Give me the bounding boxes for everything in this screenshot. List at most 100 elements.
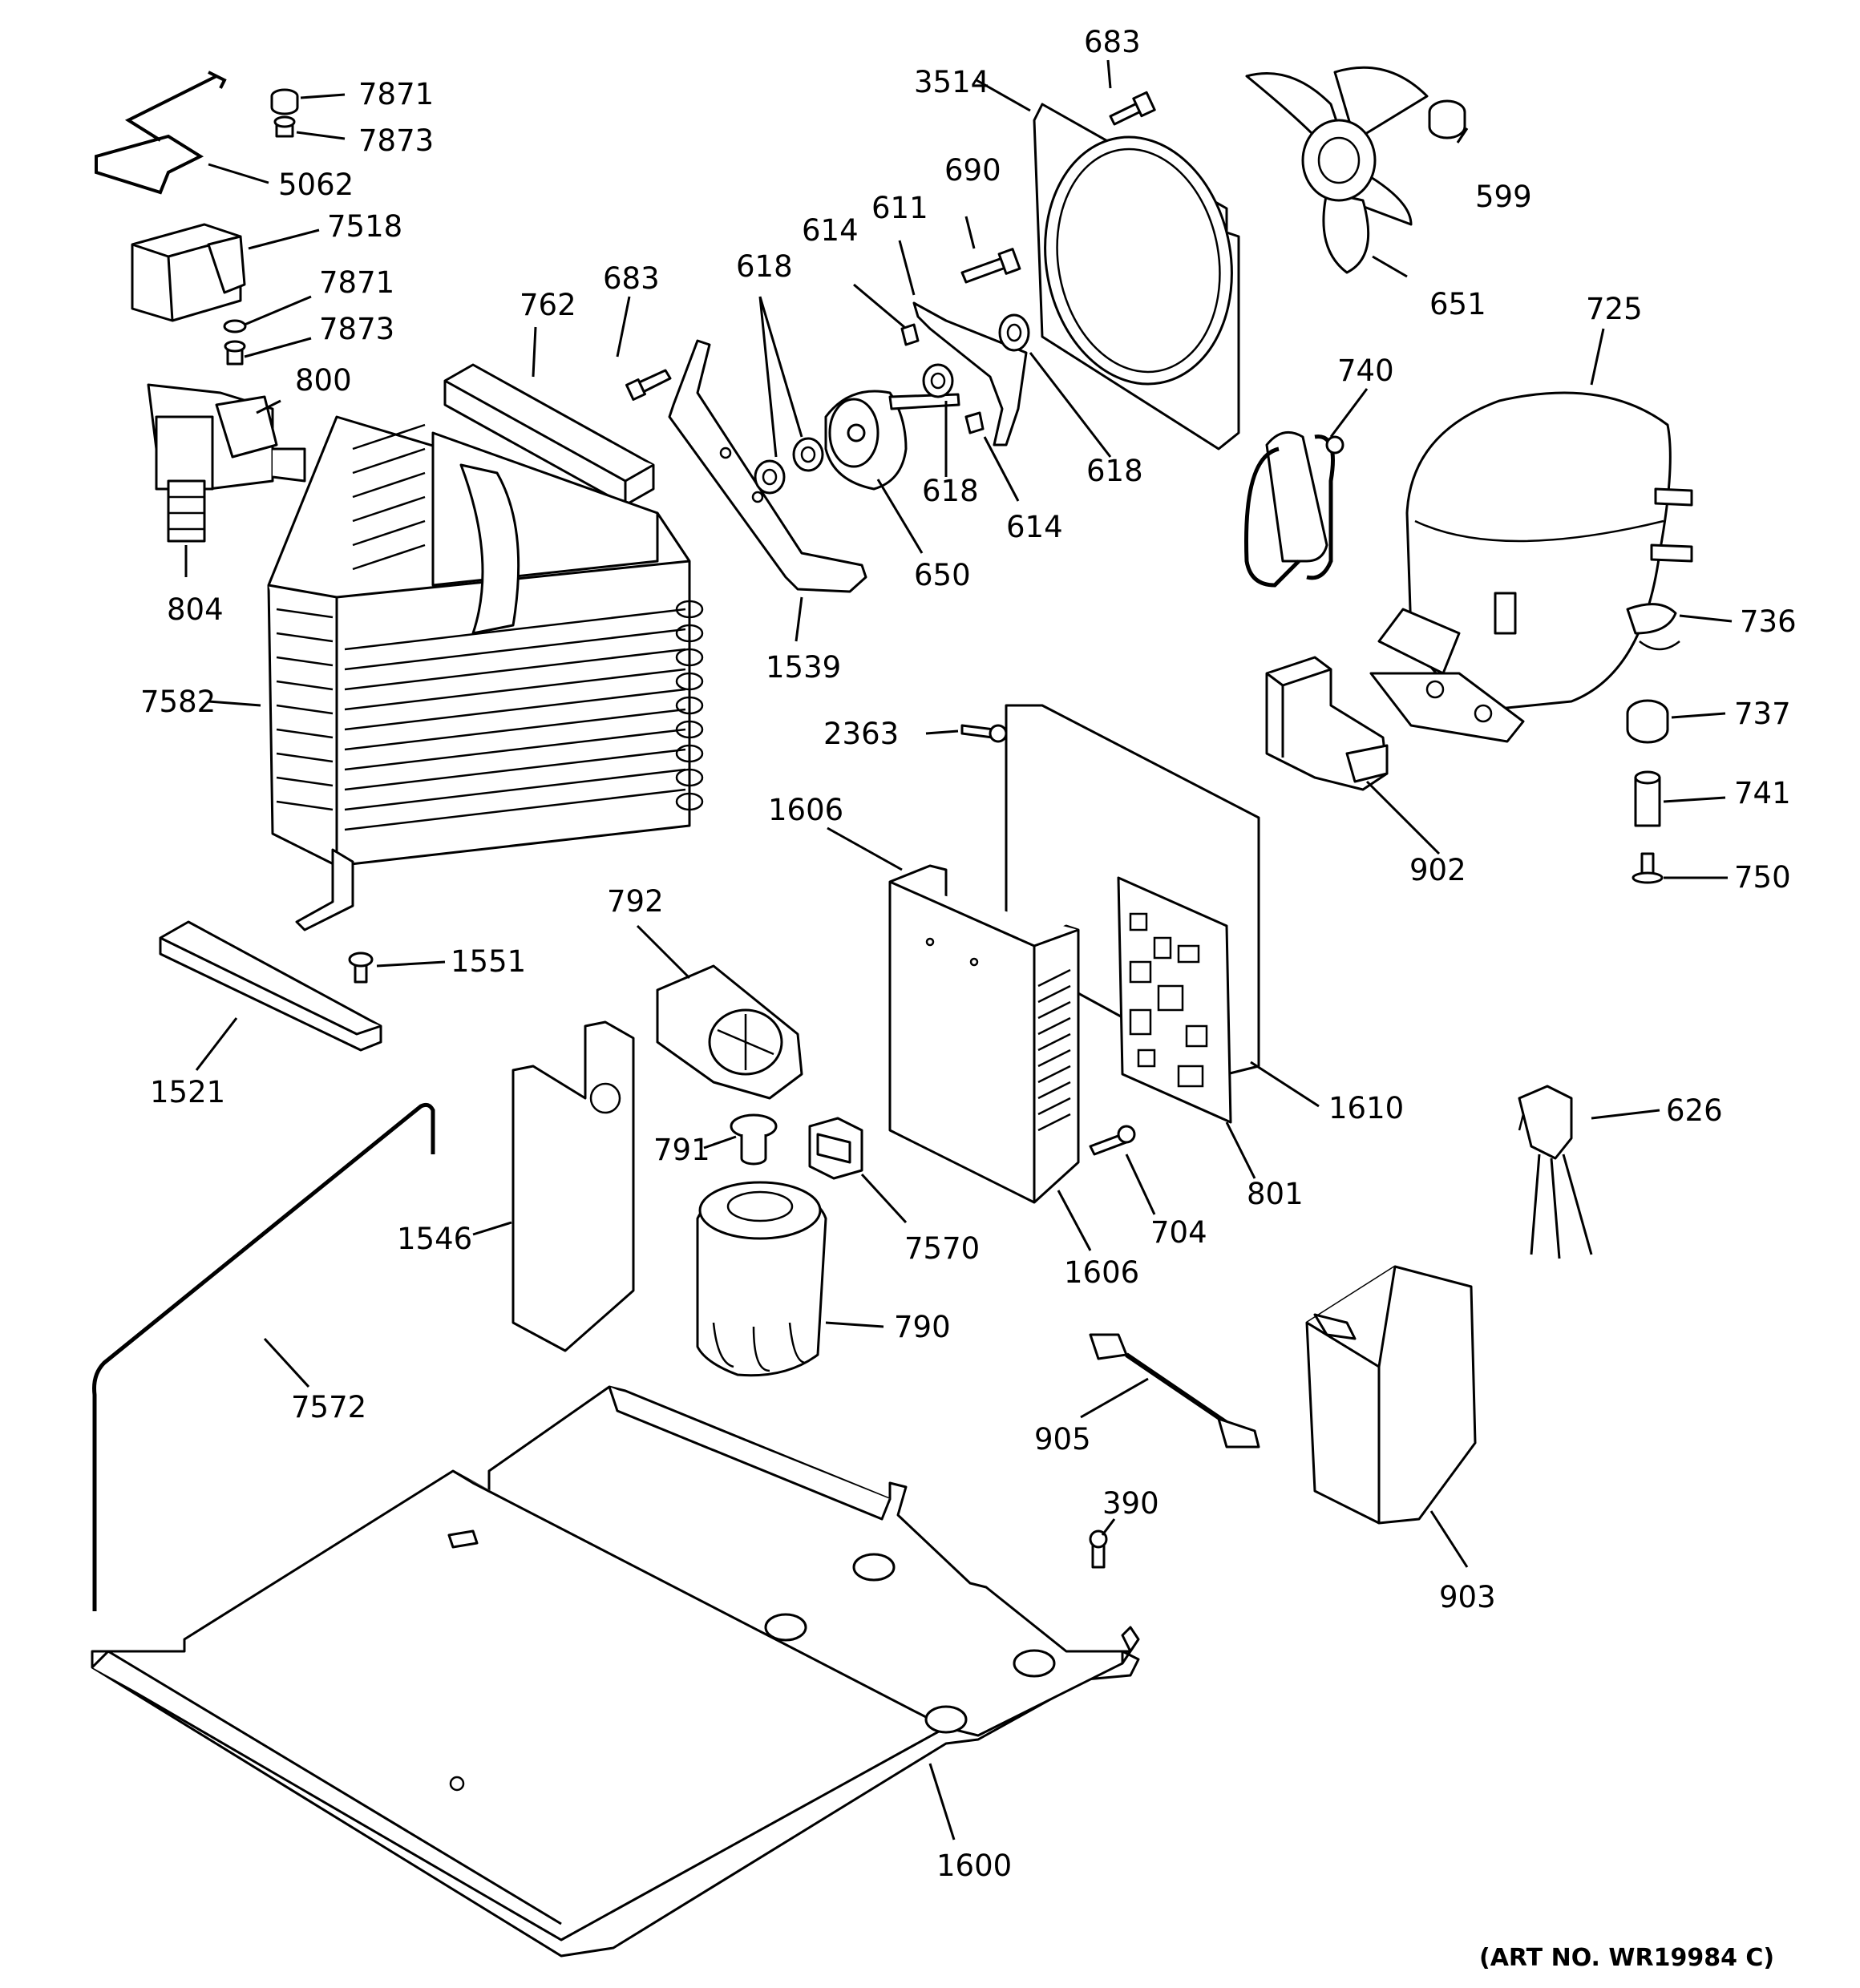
part-762-foam-strip: [443, 363, 655, 507]
part-7873-grommet-mid: [224, 340, 246, 366]
callout-3514: 3514: [914, 65, 989, 99]
callout-7570: 7570: [904, 1231, 980, 1266]
callout-614-lower: 614: [1006, 510, 1063, 544]
callout-390: 390: [1102, 1486, 1159, 1521]
part-7572-wire-rod: [92, 1102, 435, 1611]
part-7570-switch: [808, 1117, 863, 1180]
callout-7582: 7582: [140, 685, 216, 719]
callout-626: 626: [1666, 1093, 1723, 1128]
part-5062-wire-bracket: [95, 71, 227, 195]
part-725-compressor: [1369, 391, 1693, 743]
part-1539-motor-bracket: [668, 339, 867, 593]
part-7518-cover: [131, 223, 246, 322]
callout-740: 740: [1337, 354, 1394, 388]
callout-7873-top: 7873: [358, 123, 434, 158]
callout-2363: 2363: [823, 717, 899, 751]
part-791-cap: [730, 1113, 778, 1166]
callout-902: 902: [1409, 853, 1466, 887]
leader-lines: [184, 59, 1733, 1841]
part-905-cable: [1089, 1333, 1260, 1449]
callout-611: 611: [871, 191, 928, 225]
callout-614-upper: 614: [802, 213, 859, 248]
callout-599: 599: [1475, 180, 1532, 214]
part-7582-condenser-coil: [267, 415, 704, 931]
part-903-inverter: [1305, 1265, 1477, 1525]
part-690-screw: [960, 248, 1021, 284]
callout-7572: 7572: [291, 1390, 366, 1424]
part-2363-screw: [960, 724, 1008, 743]
part-650-fan-motor: [824, 390, 960, 491]
part-902-relay: [1265, 656, 1389, 791]
part-736-clip: [1626, 603, 1680, 651]
part-683-screw-left: [625, 369, 672, 401]
part-1606-control-cover: [888, 864, 1080, 1204]
callout-690: 690: [944, 153, 1001, 188]
part-1551-screw: [348, 952, 374, 984]
callout-labels: 7871 7873 5062 7518 7871 7873 800 804 76…: [140, 25, 1797, 1972]
part-3514-fan-shroud: [1033, 103, 1240, 451]
callout-618-right: 618: [1086, 454, 1143, 488]
callout-683-top: 683: [1084, 25, 1141, 59]
callout-801: 801: [1247, 1177, 1304, 1211]
part-790-filter-housing: [696, 1181, 827, 1377]
part-7871-spacer-top: [270, 88, 299, 115]
callout-650: 650: [914, 558, 971, 592]
part-7871-spacer-mid: [223, 319, 247, 333]
callout-1606-upper: 1606: [768, 793, 843, 827]
part-1546-support: [512, 1020, 635, 1352]
part-614-clip-upper: [900, 323, 920, 346]
callout-1521: 1521: [150, 1075, 225, 1109]
part-1600-base-pan: [91, 1385, 1140, 1958]
callout-5062: 5062: [278, 168, 354, 202]
callout-903: 903: [1439, 1580, 1496, 1614]
callout-1600: 1600: [936, 1849, 1012, 1883]
callout-618-left: 618: [736, 249, 793, 284]
part-740-filter-dryer: [1244, 430, 1344, 588]
callout-704: 704: [1150, 1215, 1207, 1250]
callout-7871-mid: 7871: [319, 265, 394, 300]
callout-1546: 1546: [397, 1222, 472, 1256]
part-651-fan-blade: [1245, 66, 1429, 274]
art-number: (ART NO. WR19984 C): [1479, 1944, 1774, 1972]
part-737-grommet: [1626, 699, 1669, 744]
callout-651: 651: [1429, 287, 1486, 321]
part-800-water-valve: [147, 383, 306, 543]
part-1521-rail: [159, 920, 382, 1052]
callout-7518: 7518: [327, 209, 402, 244]
callout-800: 800: [295, 363, 352, 398]
part-741-sleeve: [1634, 770, 1661, 827]
callout-1551: 1551: [451, 944, 526, 979]
part-626-wiring-plug: [1518, 1085, 1593, 1259]
part-618-grommet-middle: [922, 363, 954, 398]
part-704-thermistor: [1089, 1125, 1136, 1156]
callout-725: 725: [1586, 292, 1643, 326]
callout-1606-lower: 1606: [1064, 1255, 1139, 1290]
callout-792: 792: [607, 884, 664, 919]
callout-736: 736: [1740, 604, 1797, 639]
callout-1539: 1539: [766, 650, 841, 685]
callout-7871-top: 7871: [358, 77, 434, 111]
callout-905: 905: [1034, 1422, 1091, 1457]
callout-791: 791: [653, 1133, 710, 1167]
part-7873-grommet-top: [273, 115, 296, 138]
callout-737: 737: [1734, 697, 1791, 731]
callout-750: 750: [1734, 860, 1791, 895]
part-683-screw-top: [1109, 91, 1156, 126]
part-801-control-board: [1117, 876, 1232, 1124]
callout-618-middle: 618: [922, 474, 979, 508]
part-611-bracket: [912, 301, 1028, 446]
callout-7873-mid: 7873: [319, 312, 394, 346]
callout-804: 804: [167, 592, 224, 627]
callout-1610: 1610: [1328, 1091, 1404, 1125]
callout-683-left: 683: [603, 261, 660, 296]
callout-762: 762: [520, 288, 576, 322]
part-599-retaining-ring: [1428, 99, 1466, 139]
part-614-clip-lower: [964, 411, 985, 434]
part-390-screw: [1089, 1529, 1108, 1569]
part-792-fan-housing: [656, 964, 803, 1100]
callout-741: 741: [1734, 776, 1791, 810]
callout-790: 790: [894, 1310, 951, 1344]
part-618-grommet-right: [998, 313, 1030, 352]
part-618-grommets-left: [754, 437, 824, 495]
